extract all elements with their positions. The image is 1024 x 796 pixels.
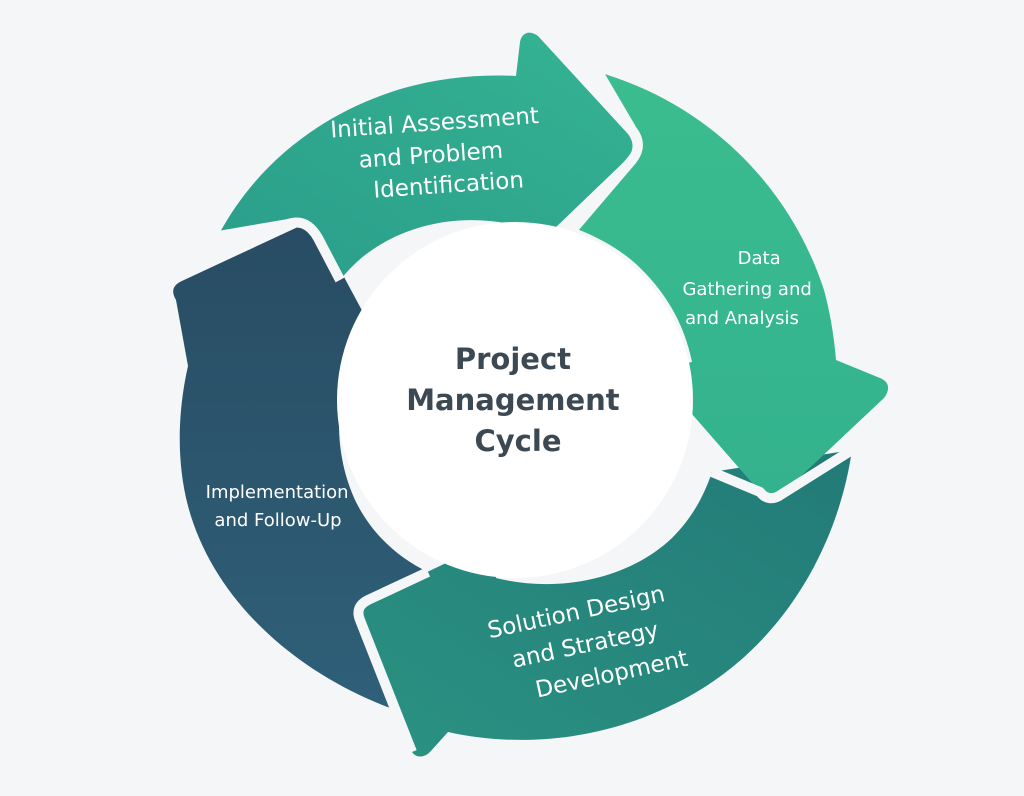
center-title: Project Management Cycle (406, 342, 630, 458)
stage-label-line: Data (738, 248, 781, 269)
separator-line (353, 567, 431, 754)
center-title-line: Management (406, 383, 620, 417)
separator-line (217, 217, 345, 283)
stage-arrow-solution-design (358, 450, 852, 757)
separator-line (570, 69, 643, 232)
svg-text:Implementation and Fol: Implementation and Follow-Up (206, 482, 355, 531)
svg-text:Data Gathering and: Data Gathering and and Analysis (682, 248, 817, 329)
stage-label-line: and Analysis (685, 308, 799, 329)
center-title-line: Cycle (475, 424, 562, 458)
stage-label-line: Implementation (206, 482, 349, 503)
center-circle (337, 222, 693, 578)
stage-label-line: Gathering and (682, 279, 811, 300)
stage-arrow-data-gathering (574, 72, 889, 499)
label-implementation: Implementation and Follow-Up (206, 482, 355, 531)
stage-label-line: and Follow-Up (214, 510, 341, 531)
stage-arrow-initial-assessment (218, 32, 633, 280)
center-title-line: Project (455, 342, 571, 376)
separator-line (710, 445, 855, 504)
label-data-gathering: Data Gathering and and Analysis (682, 248, 817, 329)
